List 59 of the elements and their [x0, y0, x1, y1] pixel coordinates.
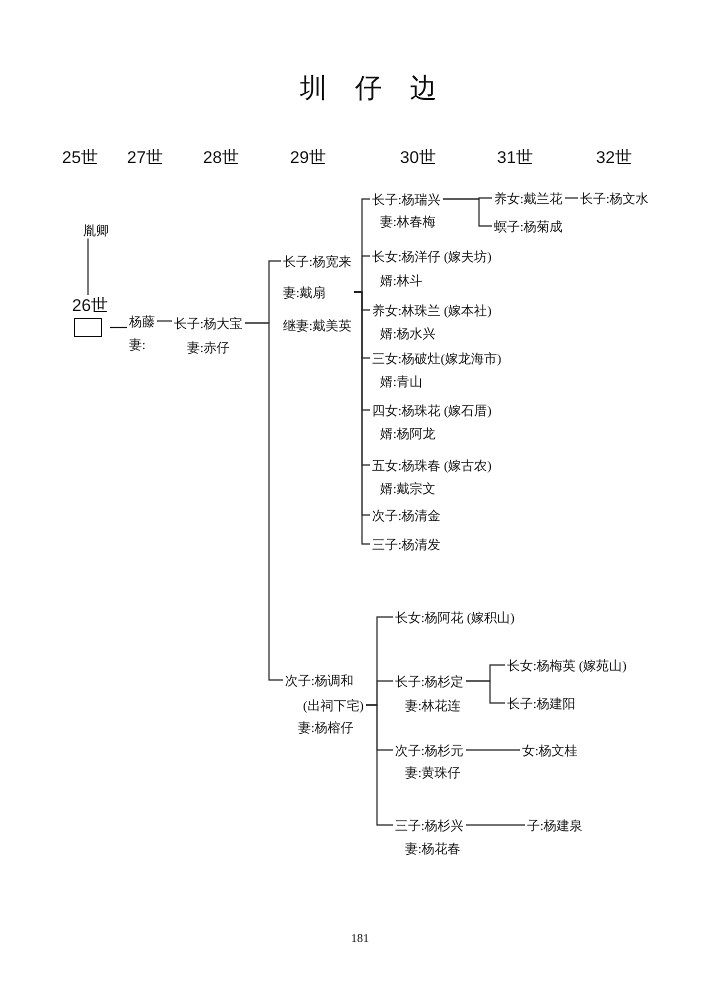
person-label: 三女:杨破灶(嫁龙海市) — [372, 350, 502, 366]
connector-line — [87, 238, 89, 295]
generation-label: 30世 — [400, 148, 436, 168]
generation-label: 26世 — [72, 296, 108, 316]
connector-line — [443, 198, 492, 227]
spouse-label: 妻:杨榕仔 — [298, 718, 354, 736]
spouse-label: 婿:杨阿龙 — [380, 424, 436, 442]
person-label: 养女:林珠兰 (嫁本社) — [372, 302, 492, 318]
connector-line — [565, 197, 578, 199]
connector-line — [157, 320, 172, 322]
generation-label: 32世 — [596, 148, 632, 168]
connector-line — [466, 824, 525, 826]
generation-label: 29世 — [290, 148, 326, 168]
person-label: 长子:杨建阳 — [507, 694, 576, 712]
person-label: 长女:杨洋仔 (嫁夫坊) — [372, 248, 492, 264]
person-label: 养女:戴兰花 — [494, 190, 563, 206]
generation-label: 25世 — [62, 148, 98, 168]
spouse-label: 妻:杨花春 — [405, 840, 461, 856]
person-label: 长子:杨杉定 — [395, 672, 464, 690]
person-label: 螟子:杨菊成 — [494, 218, 563, 234]
spouse-label: 妻:林春梅 — [380, 212, 436, 230]
person-label: 长子:杨文水 — [580, 190, 649, 206]
spouse-label: 妻: — [129, 336, 146, 352]
spouse-label: 妻:戴扇 — [283, 284, 326, 300]
person-label: 长女:杨梅英 (嫁苑山) — [507, 656, 627, 674]
spouse-label: 继妻:戴美英 — [283, 316, 352, 334]
connector-line — [110, 326, 127, 328]
person-label: 次子:杨杉元 — [395, 742, 464, 758]
person-label: 杨藤 — [129, 312, 155, 330]
spouse-label: 婿:青山 — [380, 372, 423, 390]
spouse-label: 妻:黄珠仔 — [405, 764, 461, 780]
person-label: 长女:杨阿花 (嫁积山) — [395, 608, 515, 626]
spouse-label: 妻:赤仔 — [187, 338, 230, 356]
person-label: 四女:杨珠花 (嫁石厝) — [372, 402, 492, 418]
person-label: 五女:杨珠春 (嫁古农) — [372, 456, 492, 474]
person-label: 长子:杨大宝 — [174, 314, 243, 332]
connector-line — [366, 704, 393, 826]
connector-line — [466, 749, 520, 751]
spouse-label: 婿:林斗 — [380, 272, 423, 288]
person-label: 三子:杨杉兴 — [395, 816, 464, 834]
spouse-label: 妻:林花连 — [405, 696, 461, 714]
generation-label: 28世 — [203, 148, 239, 168]
person-label: 次子:杨清金 — [372, 506, 441, 524]
spouse-label: 婿:戴宗文 — [380, 480, 436, 496]
generation-label: 31世 — [497, 148, 533, 168]
generation-label: 27世 — [127, 148, 163, 168]
person-label: 次子:杨调和 — [285, 672, 354, 688]
person-label: 三子:杨清发 — [372, 536, 441, 552]
person-label: 女:杨文桂 — [522, 742, 578, 758]
person-label: 胤卿 — [83, 222, 109, 238]
spouse-label: 婿:杨水兴 — [380, 324, 436, 342]
connector-line — [245, 322, 283, 681]
page-number: 181 — [351, 931, 369, 945]
title: 圳仔边 — [300, 72, 437, 104]
person-label: 子:杨建泉 — [527, 816, 583, 834]
person-label: 长子:杨瑞兴 — [372, 190, 441, 208]
connector-line — [466, 680, 505, 704]
note-label: (出祠下宅) — [303, 696, 364, 714]
person-label: 长子:杨宽来 — [283, 252, 352, 270]
